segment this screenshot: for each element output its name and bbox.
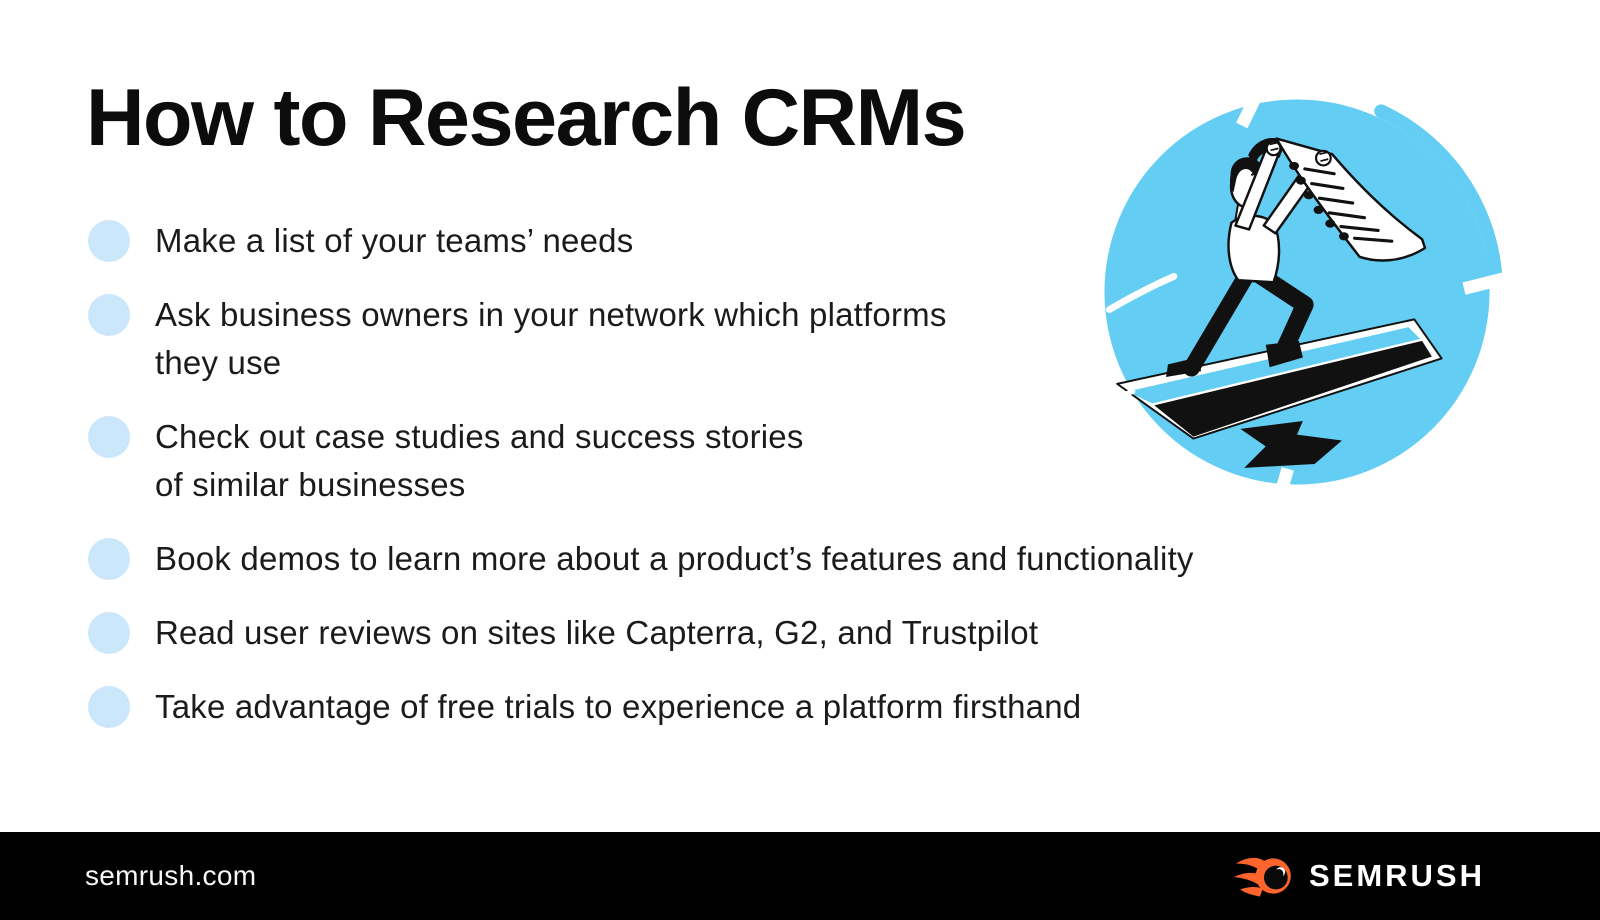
list-item: Read user reviews on sites like Capterra… [88,609,1408,657]
footer-url: semrush.com [85,860,257,891]
swoosh [1105,272,1178,314]
page-title: How to Research CRMs [86,73,967,163]
footer-bar: semrush.com SEMRUSH [0,832,1600,920]
list-item: Check out case studies and success stori… [88,413,1408,509]
list-item-text: Check out case studies and success stori… [155,418,804,503]
hands [1265,140,1332,167]
semrush-flame-icon [1233,857,1291,897]
checklist: Make a list of your teams’ needs Ask bus… [88,217,1408,757]
list-item: Take advantage of free trials to experie… [88,683,1408,731]
bullet-icon [88,612,130,654]
list-item-text: Take advantage of free trials to experie… [155,688,1082,725]
bullet-icon [88,686,130,728]
list-item-text: Make a list of your teams’ needs [155,222,634,259]
list-item: Ask business owners in your network whic… [88,291,1408,387]
checklist-paper [1275,137,1427,262]
checklist-climb-illustration [1097,78,1512,507]
arrow-shadow [1240,421,1342,468]
list-item: Book demos to learn more about a product… [88,535,1408,583]
list-item-text: Ask business owners in your network whic… [155,296,947,381]
bullet-icon [88,220,130,262]
semrush-logo: SEMRUSH [1233,851,1485,901]
bullet-icon [88,294,130,336]
bullet-icon [88,538,130,580]
bullet-icon [88,416,130,458]
list-item-text: Read user reviews on sites like Capterra… [155,614,1039,651]
list-item: Make a list of your teams’ needs [88,217,1408,265]
brand-wordmark: SEMRUSH [1308,858,1485,893]
list-item-text: Book demos to learn more about a product… [155,540,1194,577]
